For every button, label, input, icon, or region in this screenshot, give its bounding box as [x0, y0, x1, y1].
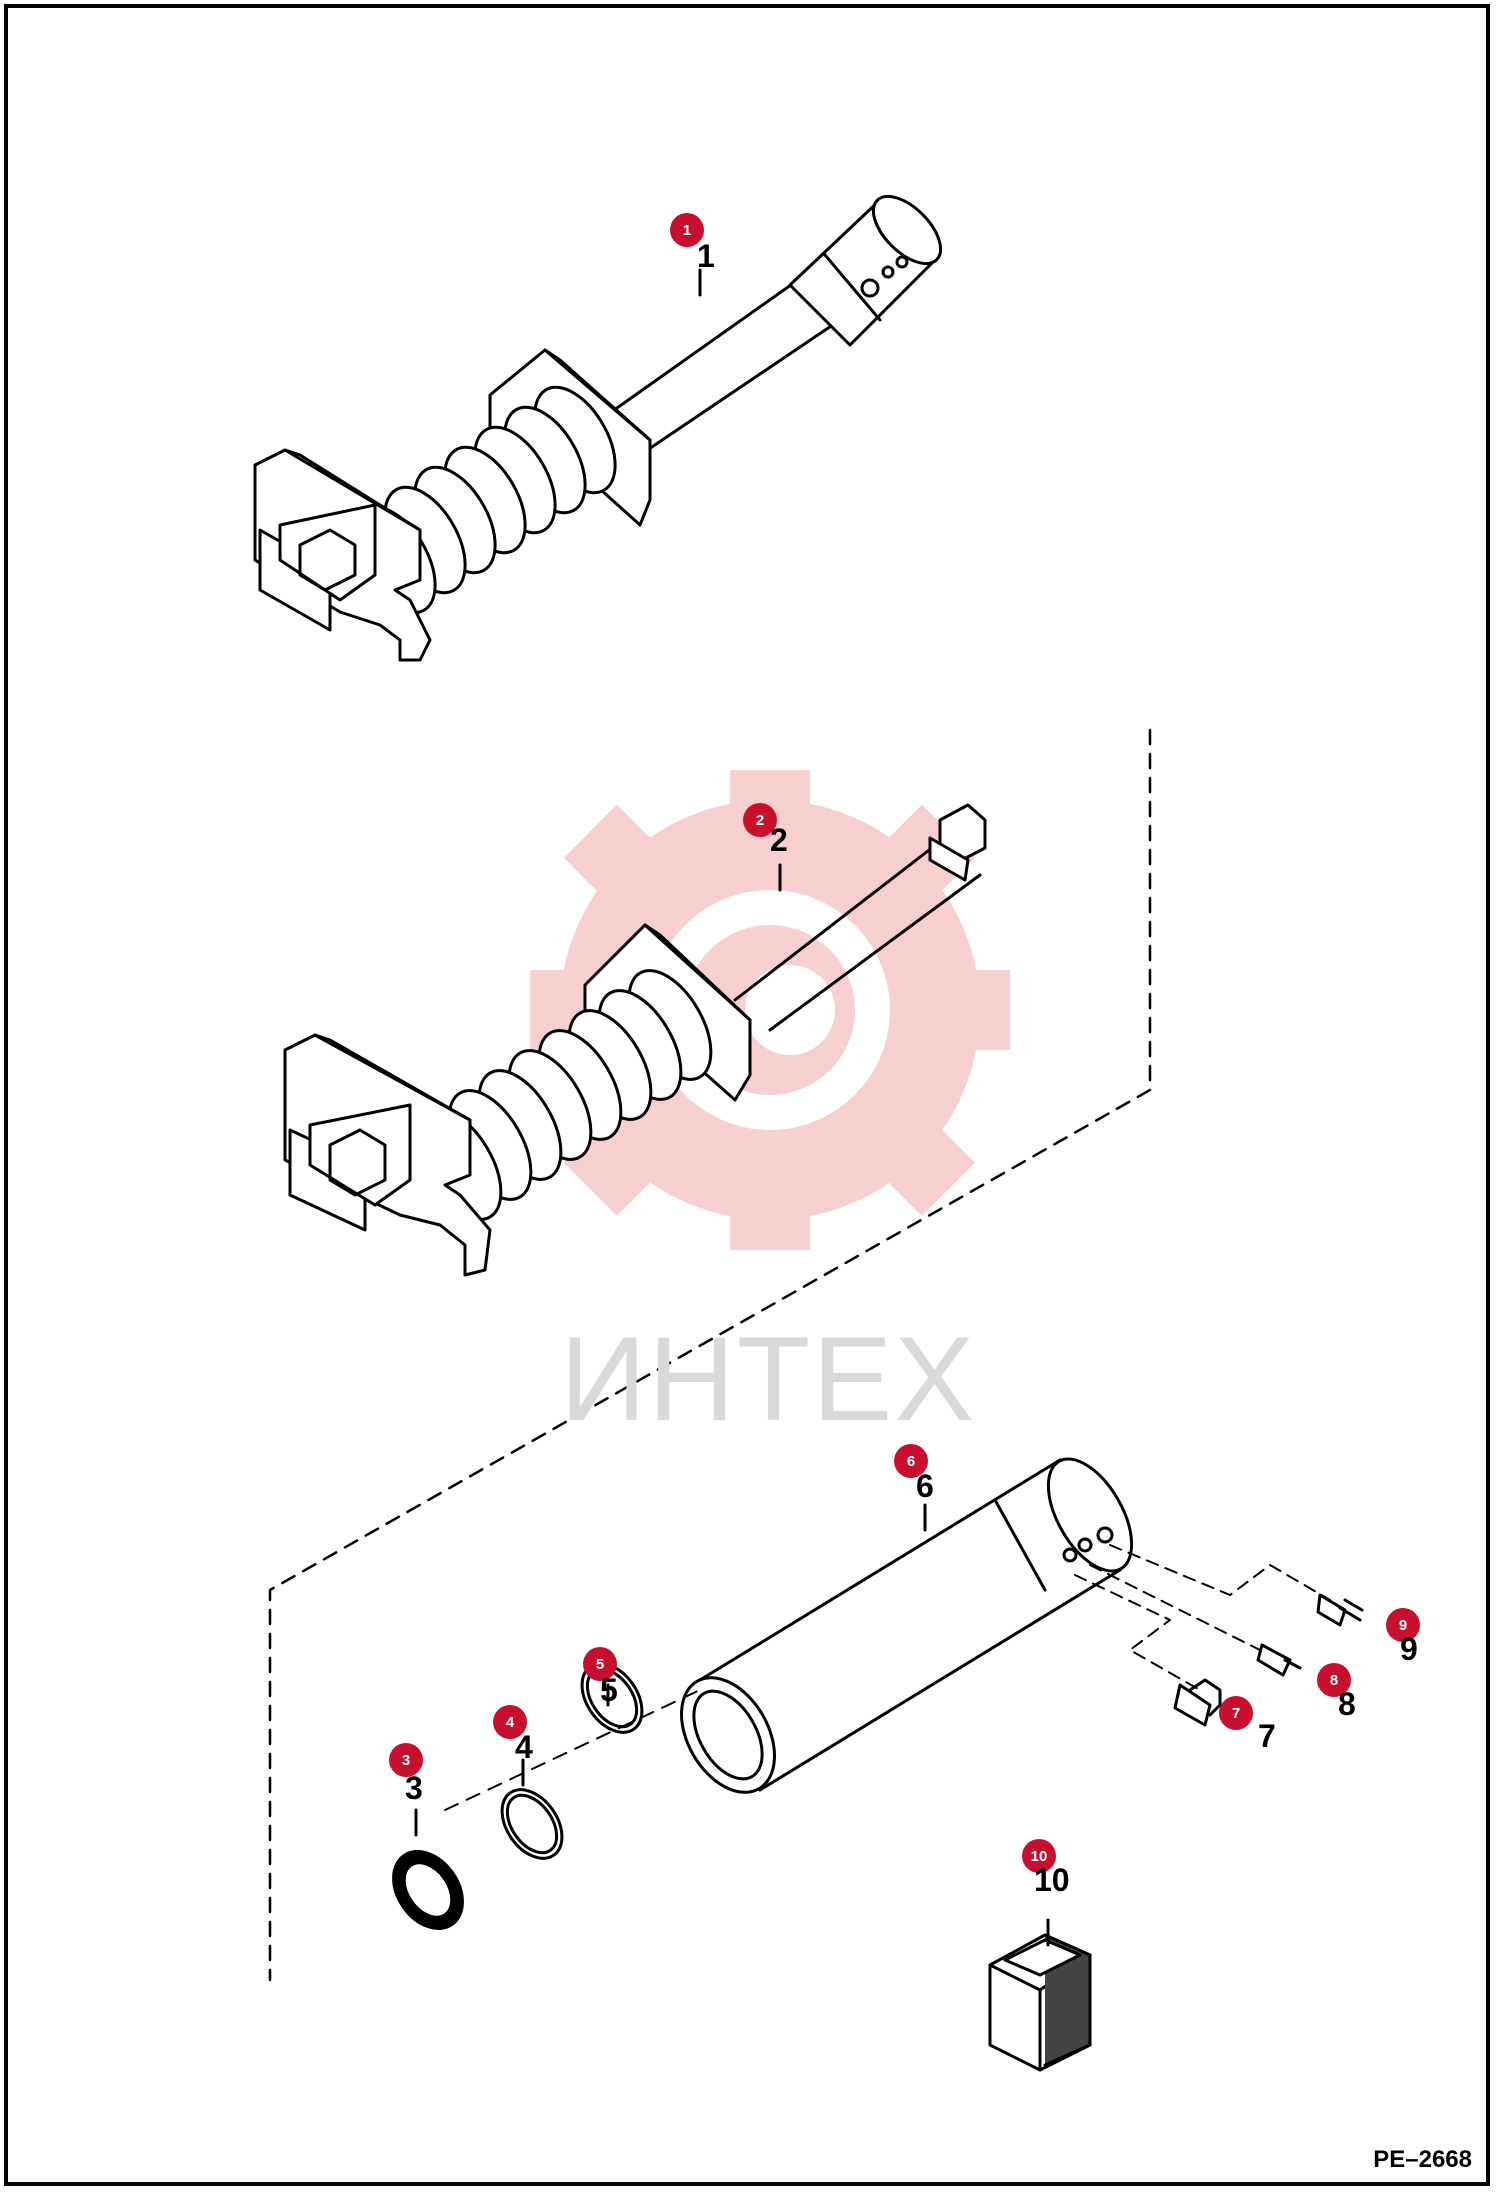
- part-number-2: 2: [770, 822, 788, 858]
- wiper-seal-3: [392, 1850, 464, 1930]
- part-number-9: 9: [1400, 1631, 1418, 1667]
- callout-3[interactable]: 3: [389, 1743, 423, 1777]
- part-number-7: 7: [1258, 1718, 1276, 1754]
- o-ring-4: [500, 1788, 564, 1860]
- drawing-id: PE–2668: [1373, 2146, 1472, 2173]
- grease-fitting-9: [1316, 1593, 1364, 1627]
- part-number-1: 1: [697, 238, 715, 274]
- callout-8[interactable]: 8: [1317, 1663, 1351, 1697]
- cylinder-part-6: [680, 1457, 1134, 1794]
- part-number-8: 8: [1338, 1686, 1356, 1722]
- dashed-assembly-boundary: [268, 728, 1152, 1982]
- callout-2[interactable]: 2: [743, 803, 777, 837]
- kit-box-10: [988, 1933, 1092, 2072]
- callout-5[interactable]: 5: [583, 1647, 617, 1681]
- drawing-frame: [4, 4, 1490, 2186]
- part-number-5: 5: [600, 1672, 618, 1708]
- callout-10[interactable]: 10: [1022, 1839, 1056, 1873]
- part-number-10: 10: [1034, 1862, 1070, 1898]
- callout-4[interactable]: 4: [493, 1705, 527, 1739]
- fitting-7: [1173, 1678, 1222, 1727]
- callout-7[interactable]: 7: [1219, 1696, 1253, 1730]
- track-adjuster-assembly-2: [283, 803, 987, 1277]
- part-number-4: 4: [515, 1729, 533, 1765]
- callout-1[interactable]: 1: [670, 213, 704, 247]
- callout-9[interactable]: 9: [1386, 1608, 1420, 1642]
- grease-fitting-8: [1256, 1643, 1302, 1677]
- watermark-text: ИНТЕХ: [560, 1312, 977, 1446]
- track-adjuster-assembly-1: [253, 194, 943, 662]
- callout-6[interactable]: 6: [894, 1444, 928, 1478]
- part-number-6: 6: [916, 1468, 934, 1504]
- part-number-3: 3: [405, 1770, 423, 1806]
